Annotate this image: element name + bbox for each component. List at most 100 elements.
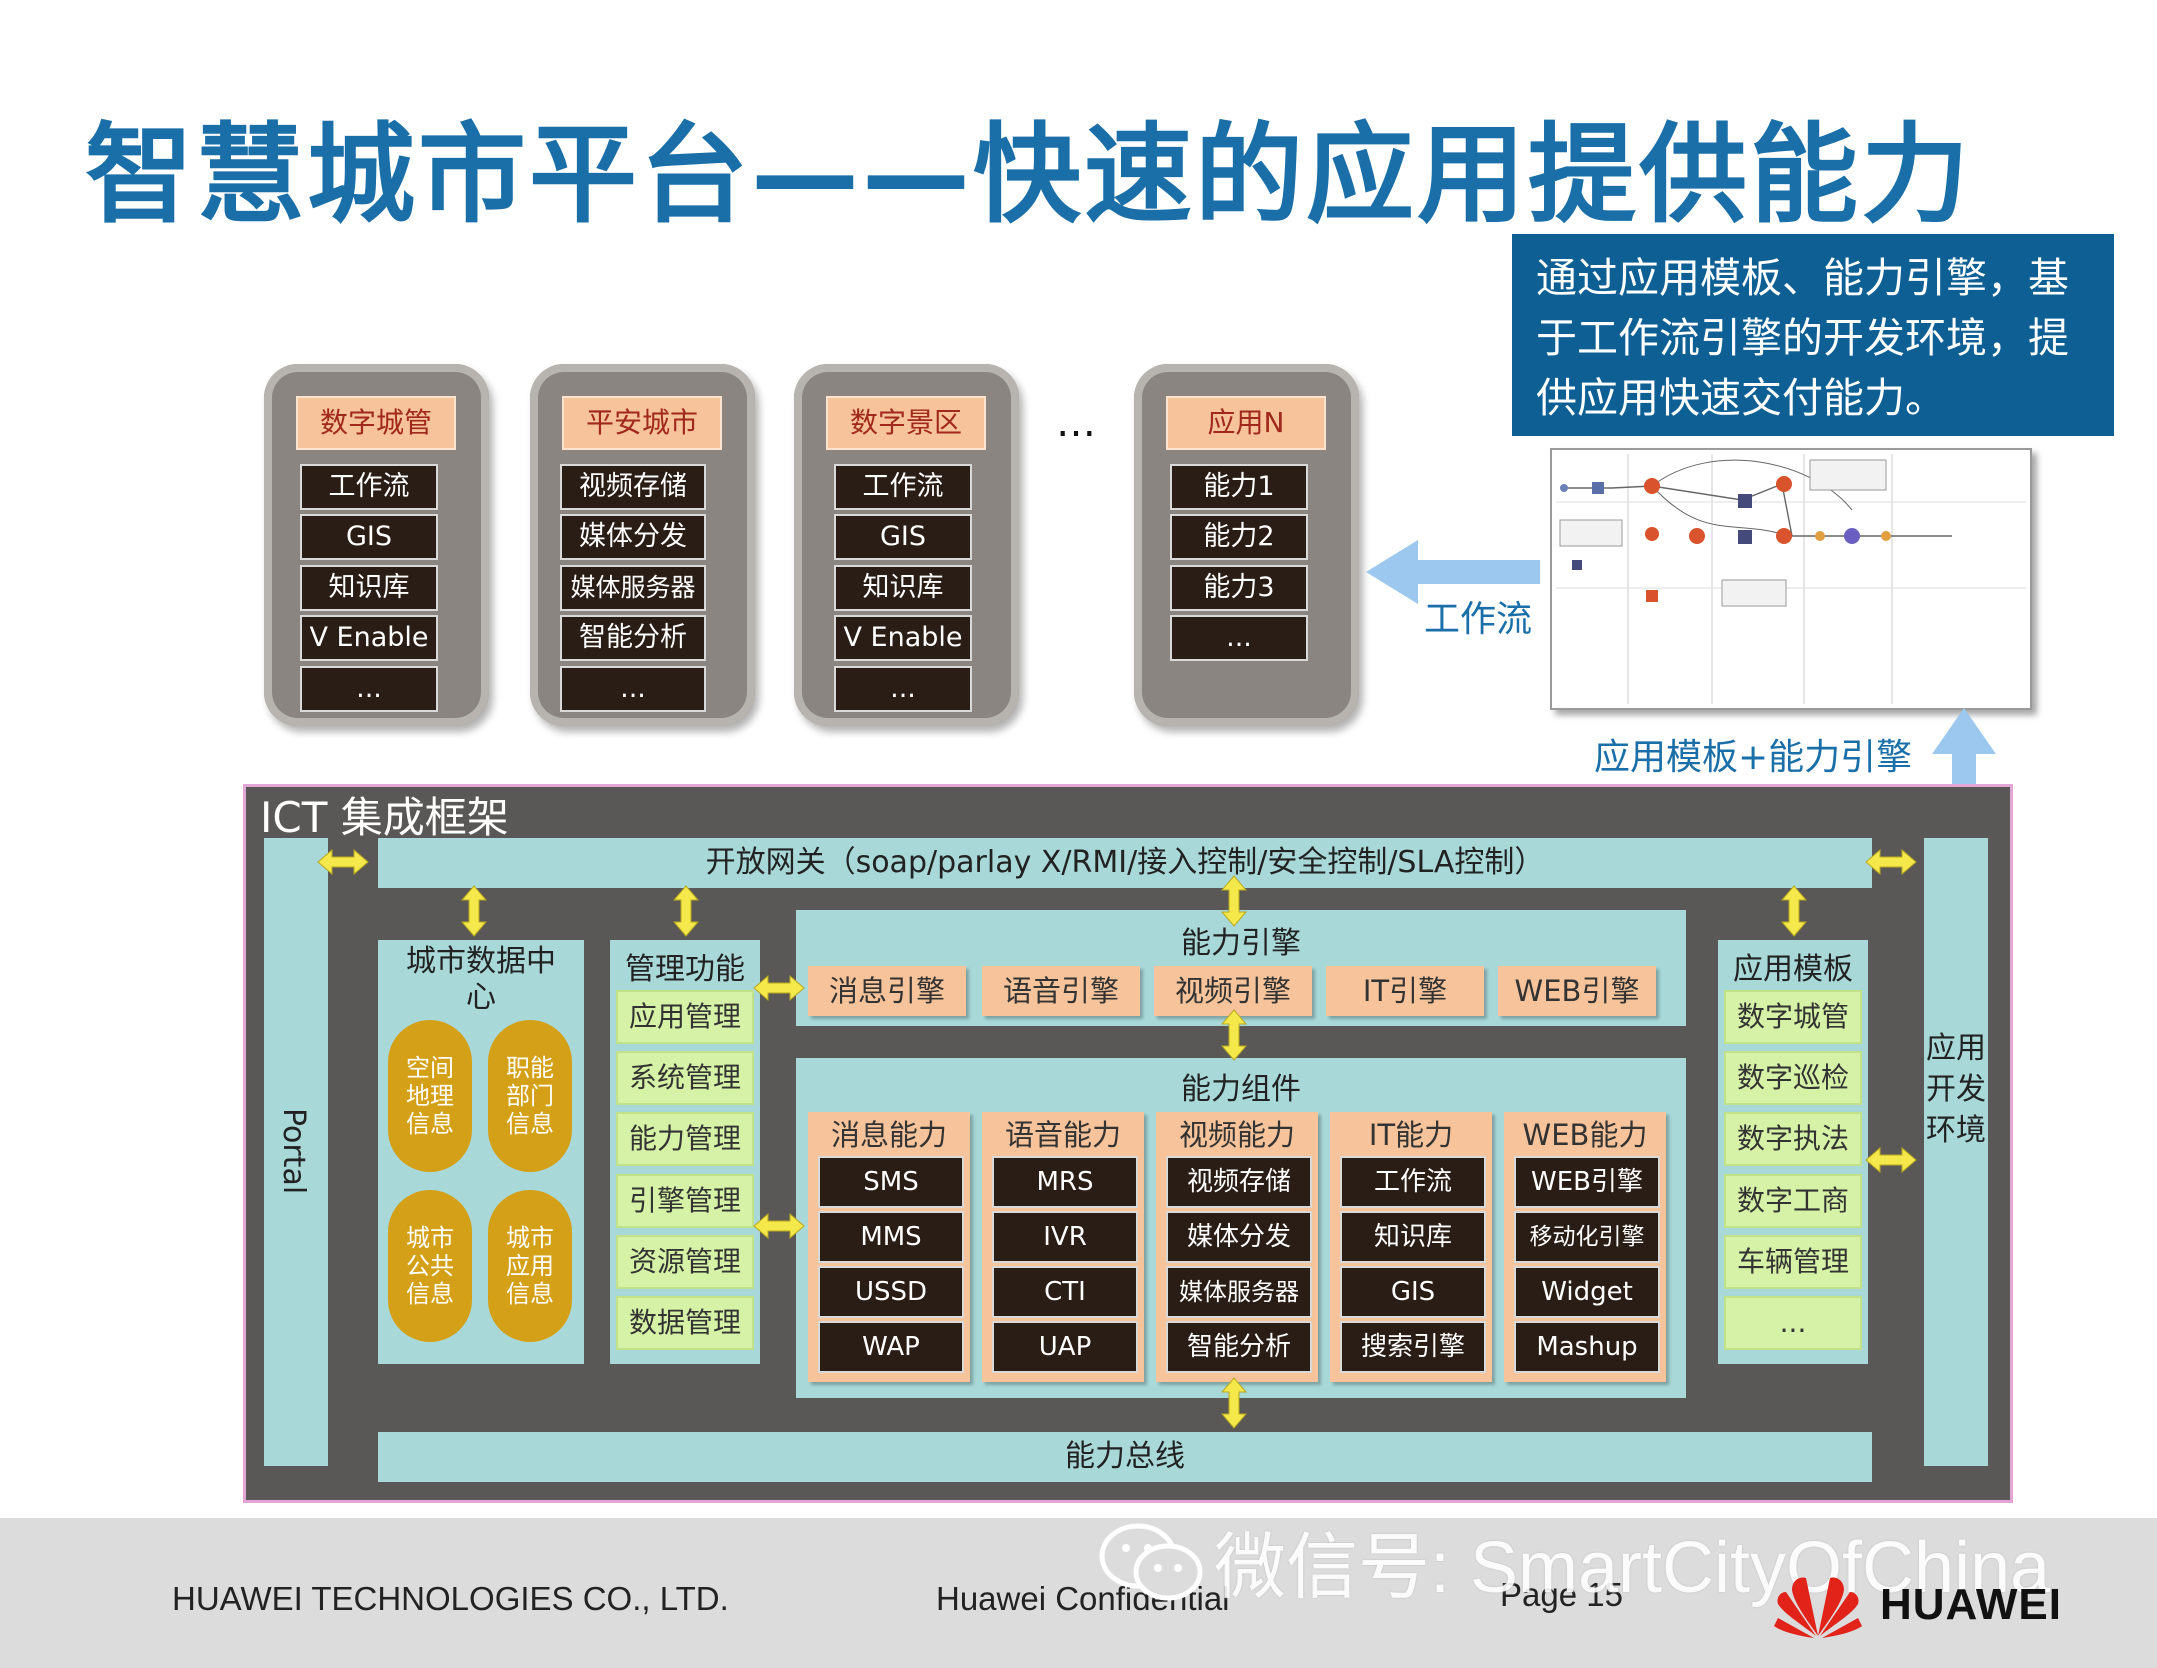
huawei-logo-text: HUAWEI (1880, 1580, 2062, 1629)
template-item: ... (1724, 1296, 1862, 1350)
app-card-title: 平安城市 (562, 396, 722, 450)
management-item: 引擎管理 (616, 1174, 754, 1228)
component-group: 视频能力 视频存储 媒体分发 媒体服务器 智能分析 (1156, 1112, 1318, 1382)
component-group: 语音能力 MRS IVR CTI UAP (982, 1112, 1144, 1382)
component-item: 知识库 (1340, 1211, 1486, 1263)
component-item: 媒体服务器 (1166, 1266, 1312, 1318)
engine-item: 消息引擎 (808, 966, 966, 1016)
huawei-logo-icon (1774, 1577, 1862, 1638)
app-card-title: 应用N (1166, 396, 1326, 450)
wechat-icon (1099, 1523, 1203, 1601)
component-item: UAP (992, 1321, 1138, 1373)
management-title: 管理功能 (625, 952, 745, 987)
app-card-item: ... (1170, 615, 1308, 661)
app-template-panel: 应用模板 数字城管 数字巡检 数字执法 数字工商 车辆管理 ... (1718, 940, 1868, 1364)
template-item: 数字巡检 (1724, 1051, 1862, 1105)
app-card-digital-scenic: 数字景区 工作流 GIS 知识库 V Enable ... (794, 364, 1019, 726)
city-data-center: 城市数据中心 空间地理信息 职能部门信息 城市公共信息 城市应用信息 (378, 940, 584, 1364)
watermark-text: 微信号: SmartCityOfChina (1214, 1528, 2051, 1608)
management-item: 能力管理 (616, 1112, 754, 1166)
open-gateway-bar: 开放网关（soap/parlay X/RMI/接入控制/安全控制/SLA控制） (378, 838, 1872, 888)
component-group-title: 语音能力 (1004, 1118, 1121, 1152)
app-card-title: 数字城管 (296, 396, 456, 450)
component-item: 移动化引擎 (1514, 1211, 1660, 1263)
app-card-item: GIS (300, 514, 438, 560)
engine-panel-title: 能力引擎 (1181, 926, 1301, 961)
component-item: 搜索引擎 (1340, 1321, 1486, 1373)
component-item: SMS (818, 1156, 964, 1208)
template-item: 数字城管 (1724, 990, 1862, 1044)
capability-component-panel: 能力组件 消息能力 SMS MMS USSD WAP 语音能力 MRS IVR … (796, 1058, 1686, 1398)
dev-env-label: 应用开发环境 (1926, 1031, 1986, 1148)
portal-label: Portal (276, 1108, 311, 1195)
capability-bus-bar: 能力总线 (378, 1432, 1872, 1482)
template-item: 数字执法 (1724, 1112, 1862, 1166)
app-card-item: ... (560, 666, 706, 712)
component-item: 工作流 (1340, 1156, 1486, 1208)
app-card-item: 视频存储 (560, 464, 706, 510)
app-card-item: 能力1 (1170, 464, 1308, 510)
component-item: IVR (992, 1211, 1138, 1263)
callout-box: 通过应用模板、能力引擎，基于工作流引擎的开发环境，提供应用快速交付能力。 (1512, 234, 2114, 436)
data-pill: 职能部门信息 (488, 1020, 572, 1172)
data-center-title: 城市数据中心 (406, 944, 556, 1015)
app-card-title: 数字景区 (826, 396, 986, 450)
dev-env-column: 应用开发环境 (1924, 838, 1988, 1466)
management-item: 应用管理 (616, 990, 754, 1044)
management-panel: 管理功能 应用管理 系统管理 能力管理 引擎管理 资源管理 数据管理 (610, 940, 760, 1364)
engine-item: 语音引擎 (982, 966, 1140, 1016)
data-pill: 城市应用信息 (488, 1190, 572, 1342)
footer-company: HUAWEI TECHNOLOGIES CO., LTD. (172, 1580, 729, 1617)
arrow-left-icon (1366, 540, 1540, 604)
management-item: 数据管理 (616, 1296, 754, 1350)
data-pill: 城市公共信息 (388, 1190, 472, 1342)
management-item: 系统管理 (616, 1051, 754, 1105)
management-item: 资源管理 (616, 1235, 754, 1289)
app-card-item: 智能分析 (560, 615, 706, 661)
engine-item: 视频引擎 (1154, 966, 1312, 1016)
app-card-item: 工作流 (300, 464, 438, 510)
component-group: IT能力 工作流 知识库 GIS 搜索引擎 (1330, 1112, 1492, 1382)
app-card-item: 媒体分发 (560, 514, 706, 560)
component-item: MMS (818, 1211, 964, 1263)
component-group-title: 消息能力 (830, 1118, 947, 1152)
component-group-title: WEB能力 (1522, 1118, 1648, 1152)
component-group-title: IT能力 (1368, 1118, 1454, 1152)
app-card-digital-city: 数字城管 工作流 GIS 知识库 V Enable ... (264, 364, 489, 726)
component-item: Mashup (1514, 1321, 1660, 1373)
template-item: 车辆管理 (1724, 1235, 1862, 1289)
template-title: 应用模板 (1733, 952, 1853, 987)
component-item: 智能分析 (1166, 1321, 1312, 1373)
template-item: 数字工商 (1724, 1174, 1862, 1228)
footer-page-number: Page 15 (1500, 1576, 1623, 1613)
component-item: USSD (818, 1266, 964, 1318)
app-card-item: 能力3 (1170, 565, 1308, 611)
workflow-screenshot (1550, 448, 2032, 710)
component-panel-title: 能力组件 (1181, 1072, 1301, 1107)
app-card-app-n: 应用N 能力1 能力2 能力3 ... (1134, 364, 1359, 726)
component-group: WEB能力 WEB引擎 移动化引擎 Widget Mashup (1504, 1112, 1666, 1382)
component-item: MRS (992, 1156, 1138, 1208)
ellipsis: … (1056, 400, 1096, 446)
arrow-up-icon (1932, 708, 1996, 836)
app-card-item: ... (300, 666, 438, 712)
app-card-item: V Enable (300, 615, 438, 661)
component-group: 消息能力 SMS MMS USSD WAP (808, 1112, 970, 1382)
data-pill: 空间地理信息 (388, 1020, 472, 1172)
workflow-diagram-image (1556, 454, 2026, 704)
app-card-safe-city: 平安城市 视频存储 媒体分发 媒体服务器 智能分析 ... (530, 364, 755, 726)
component-item: CTI (992, 1266, 1138, 1318)
component-item: WAP (818, 1321, 964, 1373)
app-card-item: 知识库 (834, 565, 972, 611)
app-card-item: 知识库 (300, 565, 438, 611)
ict-title: ICT 集成框架 (260, 793, 509, 842)
workflow-label: 工作流 (1424, 599, 1533, 640)
component-item: WEB引擎 (1514, 1156, 1660, 1208)
component-item: Widget (1514, 1266, 1660, 1318)
app-card-item: V Enable (834, 615, 972, 661)
page-title: 智慧城市平台——快速的应用提供能力 (85, 113, 1973, 238)
portal-column: Portal (264, 838, 328, 1466)
capability-bus-label: 能力总线 (1065, 1439, 1185, 1474)
app-card-item: 能力2 (1170, 514, 1308, 560)
